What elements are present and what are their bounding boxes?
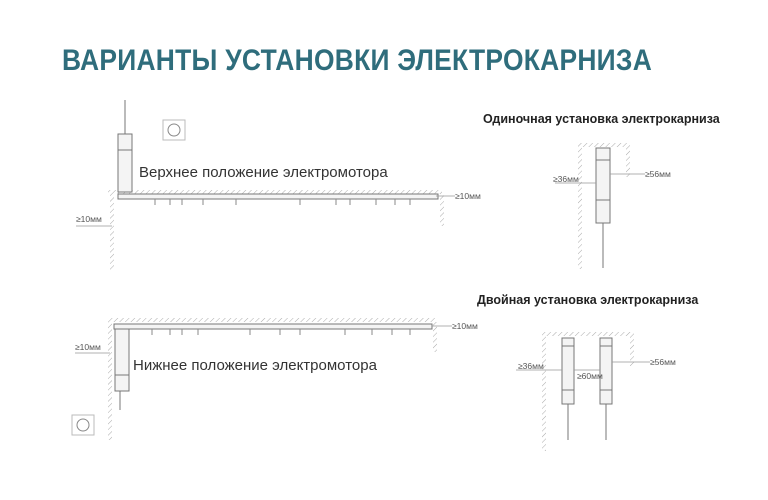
top-dim-right: ≥10мм [455,191,481,201]
motor-profile [595,147,611,224]
single-installation: Одиночная установка электрокарниза ≥36мм… [483,112,721,269]
curtain-rail [117,193,439,200]
bottom-motor-label: Нижнее положение электромотора [133,357,378,374]
single-dim-left: ≥36мм [553,174,579,184]
double-installation: Двойная установка электрокарниза ≥36мм ≥… [477,293,699,451]
motor-profile-1 [561,337,575,405]
runner-hooks [151,329,411,335]
bottom-dim-left: ≥10мм [75,342,101,352]
bottom-dim-right: ≥10мм [452,321,478,331]
switch-icon [71,414,95,436]
ceiling-hatch [108,190,442,194]
top-motor-scheme: Верхнее положение электромотора ≥10мм ≥1… [76,100,481,270]
double-dim-middle: ≥60мм [577,371,603,381]
motor-icon [114,328,130,392]
top-dim-left: ≥10мм [76,214,102,224]
bottom-motor-scheme: Нижнее положение электромотора ≥10мм ≥10… [71,318,478,440]
double-dim-left: ≥36мм [518,361,544,371]
double-title: Двойная установка электрокарниза [477,293,699,307]
double-dim-right: ≥56мм [650,357,676,367]
left-wall-hatch [110,194,114,270]
runner-hooks [154,199,411,205]
single-dim-right: ≥56мм [645,169,671,179]
switch-icon [162,119,186,141]
right-wall-hatch [440,194,444,226]
single-title: Одиночная установка электрокарниза [483,112,721,126]
motor-icon [117,133,133,193]
page-title: ВАРИАНТЫ УСТАНОВКИ ЭЛЕКТРОКАРНИЗА [62,44,653,77]
top-motor-label: Верхнее положение электромотора [139,164,388,181]
curtain-rail [113,323,433,330]
